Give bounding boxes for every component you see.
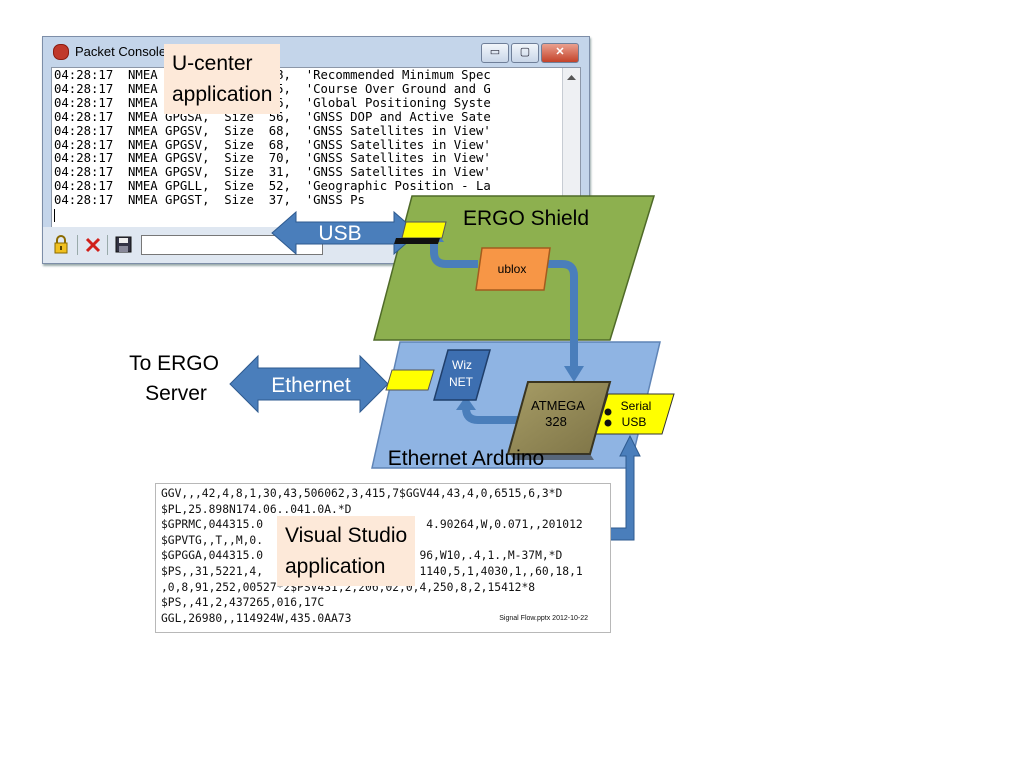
wiznet-arrowhead <box>456 396 476 410</box>
footer-note: Signal Flow.pptx 2012-10-22 <box>499 615 588 622</box>
close-button[interactable]: ✕ <box>541 43 579 63</box>
wiznet-label-line2: NET <box>449 375 474 389</box>
close-icon[interactable] <box>85 237 101 253</box>
log-line[interactable]: 04:28:17 NMEA GPGSV, Size 68, 'GNSS Sate… <box>54 123 491 138</box>
serial-data-line: $PS,,41,2,437265,016,17C <box>161 596 325 610</box>
minimize-button[interactable]: ▭ <box>481 43 509 63</box>
command-input[interactable] <box>141 235 323 255</box>
vs-callout: Visual Studio application <box>277 516 416 586</box>
log-line[interactable]: 04:28:17 NMEA GPGSV, Size 68, 'GNSS Sate… <box>54 137 491 152</box>
atmega-chip-shadow <box>510 454 594 460</box>
serial-data-line: $GPRMC,044315.0 4.90264,W,0.071,,201012 <box>161 518 583 532</box>
visual-studio-output: GGV,,,42,4,8,1,30,43,506062,3,415,7$GGV4… <box>155 483 611 633</box>
maximize-button[interactable]: ▢ <box>511 43 539 63</box>
log-line[interactable]: 04:28:17 NMEA GPGSV, Size 31, 'GNSS Sate… <box>54 165 491 180</box>
vs-callout-line2: application <box>285 555 386 578</box>
serial-data-line: $GPVTG,,T,,M,0. <box>161 533 264 547</box>
ergo-shield-label: ERGO Shield <box>463 207 589 230</box>
to-server-label-line2: Server <box>145 382 207 405</box>
serial-data-line: GGL,26980,,114924W,435.0AA73 <box>161 611 352 625</box>
serial-data-line: $GPGGA,044315.0 96,W10,.4,1.,M-37M,*D <box>161 549 563 563</box>
log-line[interactable]: 04:28:17 NMEA GPGST, Size 37, 'GNSS Ps <box>54 193 365 208</box>
ethernet-label: Ethernet <box>271 374 351 397</box>
log-line[interactable]: 04:28:17 NMEA GPGLL, Size 52, 'Geographi… <box>54 179 491 194</box>
wiznet-label-line1: Wiz <box>452 358 472 372</box>
log-list: 04:28:17 NMEA GPRMC, Size 68, 'Recommend… <box>54 69 559 208</box>
console-title: Packet Console <box>75 44 167 59</box>
serial-data-line: GGV,,,42,4,8,1,30,43,506062,3,415,7$GGV4… <box>161 487 563 500</box>
serial-pin-bottom <box>604 419 612 427</box>
atmega-label-line2: 328 <box>545 414 567 429</box>
serial-data-line: ,0,8,91,252,00527*2$PSV431,2,206,02,0,4,… <box>161 580 536 594</box>
lock-icon[interactable] <box>53 235 69 255</box>
console-titlebar[interactable]: Packet Console ▭ ▢ ✕ <box>43 37 589 67</box>
save-icon[interactable] <box>115 236 133 254</box>
serial-usb-connector <box>595 393 675 435</box>
scroll-up-icon <box>567 75 576 80</box>
usb-connector-shadow <box>394 238 440 244</box>
atmega-to-wiznet-connector <box>462 407 526 424</box>
serial-pin-top <box>604 408 612 416</box>
ucenter-callout-line2: application <box>172 83 273 106</box>
serial-label-line2: USB <box>622 415 647 429</box>
ublox-to-usb-connector <box>430 240 478 268</box>
ublox-to-atmega-connector <box>548 260 578 368</box>
atmega-label-line1: ATMEGA <box>531 398 585 413</box>
wiznet-chip <box>433 349 491 401</box>
serial-data-line: $PL,25.898N174.06..041.0A.*D <box>161 502 352 516</box>
usb-label: USB <box>318 222 361 245</box>
serial-label-line1: Serial <box>621 399 652 413</box>
ethernet-arduino-label: Ethernet Arduino <box>388 447 544 470</box>
vs-callout-line1: Visual Studio <box>285 524 408 547</box>
ublox-label: ublox <box>498 262 527 276</box>
ucenter-callout: U-center application <box>164 44 281 114</box>
ethernet-connector <box>385 369 435 391</box>
serial-data-line: $PS,,31,5221,4, 1140,5,1,4030,1,,60,18,1 <box>161 564 583 578</box>
atmega-arrowhead <box>564 366 584 382</box>
to-server-label-line1: To ERGO <box>129 352 219 375</box>
serial-data-list: GGV,,,42,4,8,1,30,43,506062,3,415,7$GGV4… <box>161 486 583 626</box>
ublox-chip <box>475 247 551 291</box>
text-cursor <box>54 209 55 222</box>
log-line[interactable]: 04:28:17 NMEA GPGSV, Size 70, 'GNSS Sate… <box>54 151 491 166</box>
usb-connector <box>401 221 447 239</box>
ucenter-callout-line1: U-center <box>172 52 253 75</box>
app-icon <box>53 44 69 60</box>
